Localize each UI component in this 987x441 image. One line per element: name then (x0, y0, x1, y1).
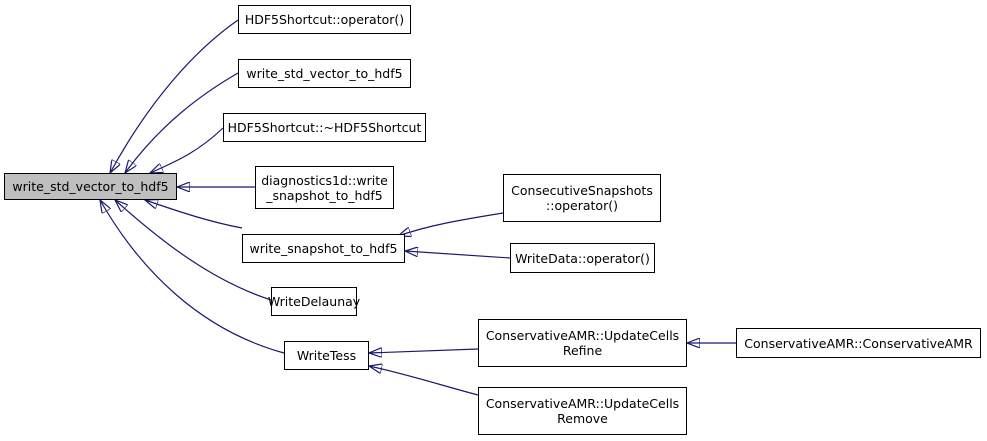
edge-root-tess (100, 200, 285, 354)
node-write-std-vector-to-hdf5[interactable]: write_std_vector_to_hdf5 (238, 59, 411, 88)
node-label-line-1: ConservativeAMR::UpdateCells (485, 396, 680, 411)
node-label: WriteDelaunay (267, 294, 361, 309)
node-conservativeamr-constructor[interactable]: ConservativeAMR::ConservativeAMR (736, 328, 981, 358)
node-label: WriteTess (296, 348, 357, 363)
node-label: write_std_vector_to_hdf5 (12, 179, 169, 194)
node-writedata-operator[interactable]: WriteData::operator() (510, 243, 655, 273)
node-write-std-vector-to-hdf5-root: write_std_vector_to_hdf5 (4, 173, 177, 200)
node-label: write_std_vector_to_hdf5 (246, 66, 403, 81)
edge-write-snap-writedata (405, 251, 511, 259)
node-label-line-1: ConservativeAMR::UpdateCells (485, 328, 680, 343)
node-label: HDF5Shortcut::~HDF5Shortcut (227, 120, 422, 135)
node-label: ConservativeAMR::ConservativeAMR (744, 335, 973, 351)
node-label-line-1: ConsecutiveSnapshots (511, 183, 653, 198)
node-write-snapshot-to-hdf5[interactable]: write_snapshot_to_hdf5 (242, 234, 405, 263)
node-label: HDF5Shortcut::operator() (244, 12, 405, 27)
node-writedelaunay[interactable]: WriteDelaunay (267, 287, 361, 316)
edge-root-write-vec (125, 72, 239, 173)
edge-tess-refine (369, 349, 479, 353)
edge-root-delaunay (115, 200, 272, 301)
node-consecutivesnapshots-operator[interactable]: ConsecutiveSnapshots::operator() (503, 174, 661, 222)
node-writetess[interactable]: WriteTess (284, 341, 369, 370)
node-hdf5shortcut-operator[interactable]: HDF5Shortcut::operator() (238, 5, 411, 34)
edge-tess-remove (369, 366, 479, 396)
node-hdf5shortcut-destructor[interactable]: HDF5Shortcut::~HDF5Shortcut (223, 113, 426, 142)
edge-root-write-snap (145, 200, 243, 229)
node-label: write_snapshot_to_hdf5 (249, 241, 398, 256)
node-label: WriteData::operator() (515, 250, 650, 266)
edge-root-hdf5-dtor (150, 127, 224, 173)
node-label-line-2: _snapshot_to_hdf5 (266, 187, 383, 203)
edge-root-hdf5-op (110, 19, 239, 173)
node-label-line-1: diagnostics1d::write (261, 172, 388, 188)
node-diagnostics1d-write-snapshot[interactable]: diagnostics1d::write_snapshot_to_hdf5 (255, 166, 394, 209)
node-label-line-2: Refine (562, 343, 603, 358)
edge-write-snap-consec (398, 212, 504, 236)
node-label-line-2: ::operator() (546, 198, 618, 213)
node-label-line-2: Remove (557, 411, 608, 426)
